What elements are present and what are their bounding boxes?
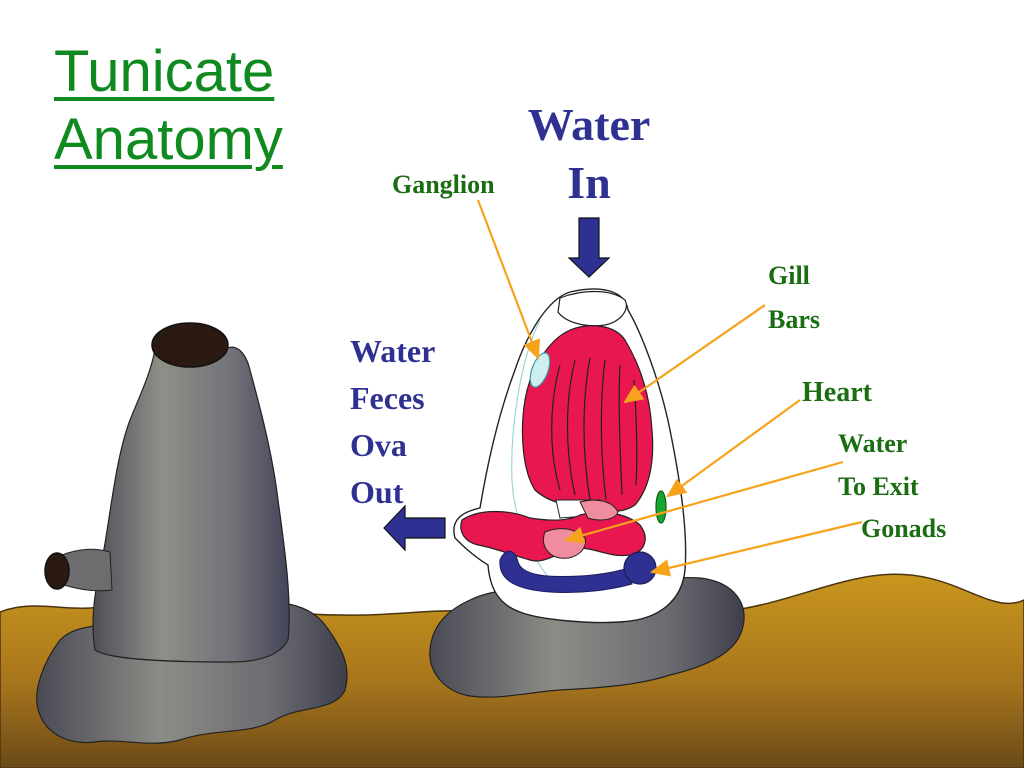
- water-out-line-2: Feces: [350, 380, 425, 416]
- gonad-duct: [499, 550, 633, 594]
- pointer-lines: [476, 199, 863, 577]
- water-out-label: Water Feces Ova Out: [350, 328, 435, 516]
- atrial-chamber: [579, 499, 619, 521]
- water-to-exit-label: Water To Exit: [838, 422, 919, 508]
- gill-bars-line-2: Bars: [768, 305, 820, 334]
- water-in-label: Water In: [514, 96, 664, 212]
- left-tunicate: [36, 322, 348, 744]
- oral-siphon: [557, 290, 627, 327]
- heart-label: Heart: [802, 377, 872, 408]
- gonads-pointer: [649, 520, 863, 577]
- water-out-arrow: [383, 504, 446, 552]
- water-to-exit-pointer: [563, 460, 844, 544]
- left-tunicate-side-siphon: [44, 552, 70, 590]
- water-in-arrow: [567, 217, 611, 278]
- water-out-line-3: Ova: [350, 427, 407, 463]
- title-line-1: Tunicate: [54, 39, 275, 104]
- gonads: [623, 551, 657, 585]
- ganglion-pointer: [476, 199, 540, 361]
- gill-bars-pointer: [623, 304, 766, 404]
- heart-pointer: [666, 399, 801, 498]
- gill-bars: [551, 357, 638, 501]
- water-to-exit-line-1: Water: [838, 429, 908, 458]
- water-in-line-1: Water: [527, 99, 651, 150]
- title-line-2: Anatomy: [54, 107, 283, 172]
- ganglion: [529, 352, 551, 388]
- water-in-line-2: In: [567, 157, 611, 208]
- left-tunicate-side-siphon-stalk: [61, 548, 113, 592]
- gill-bars-line-1: Gill: [768, 261, 810, 290]
- gonads-label: Gonads: [861, 514, 947, 543]
- page-title: Tunicate Anatomy: [54, 38, 283, 174]
- left-tunicate-top-siphon: [151, 322, 229, 368]
- water-to-exit-line-2: To Exit: [838, 472, 919, 501]
- gill-bars-label: Gill Bars: [768, 254, 820, 342]
- water-out-line-4: Out: [350, 474, 404, 510]
- left-tunicate-body: [92, 346, 290, 663]
- stomach: [543, 528, 586, 559]
- heart: [655, 490, 667, 524]
- ganglion-label: Ganglion: [392, 170, 495, 199]
- water-out-line-1: Water: [350, 333, 436, 369]
